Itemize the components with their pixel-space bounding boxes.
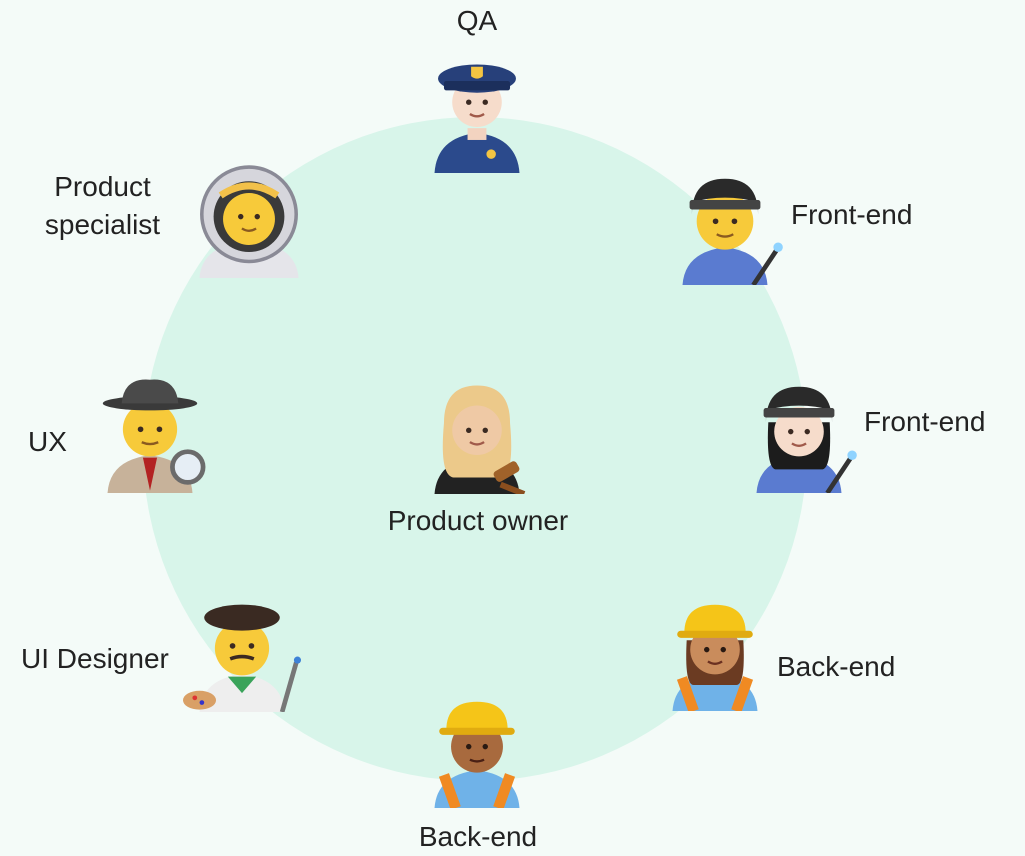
role-label-back-end-2: Back-end xyxy=(418,821,538,852)
role-label-back-end-1: Back-end xyxy=(777,651,896,682)
role-label-front-end-1: Front-end xyxy=(791,199,913,230)
role-label-qa: QA xyxy=(456,5,498,36)
role-label-front-end-2: Front-end xyxy=(864,406,986,437)
role-label-ui-designer: UI Designer xyxy=(21,643,169,674)
artist-icon xyxy=(183,594,301,712)
center-role-label: Product owner xyxy=(387,505,569,536)
construction-worker-man-icon xyxy=(418,690,536,808)
role-label-product-specialist: Product specialist xyxy=(44,171,161,240)
role-label-ux: UX xyxy=(28,426,67,457)
police-officer-icon xyxy=(418,55,536,173)
welder-woman-icon xyxy=(740,375,858,493)
welder-man-icon xyxy=(666,167,784,285)
detective-icon xyxy=(91,375,209,493)
construction-worker-woman-icon xyxy=(656,593,774,711)
judge-icon xyxy=(418,376,536,494)
astronaut-icon xyxy=(190,160,308,278)
